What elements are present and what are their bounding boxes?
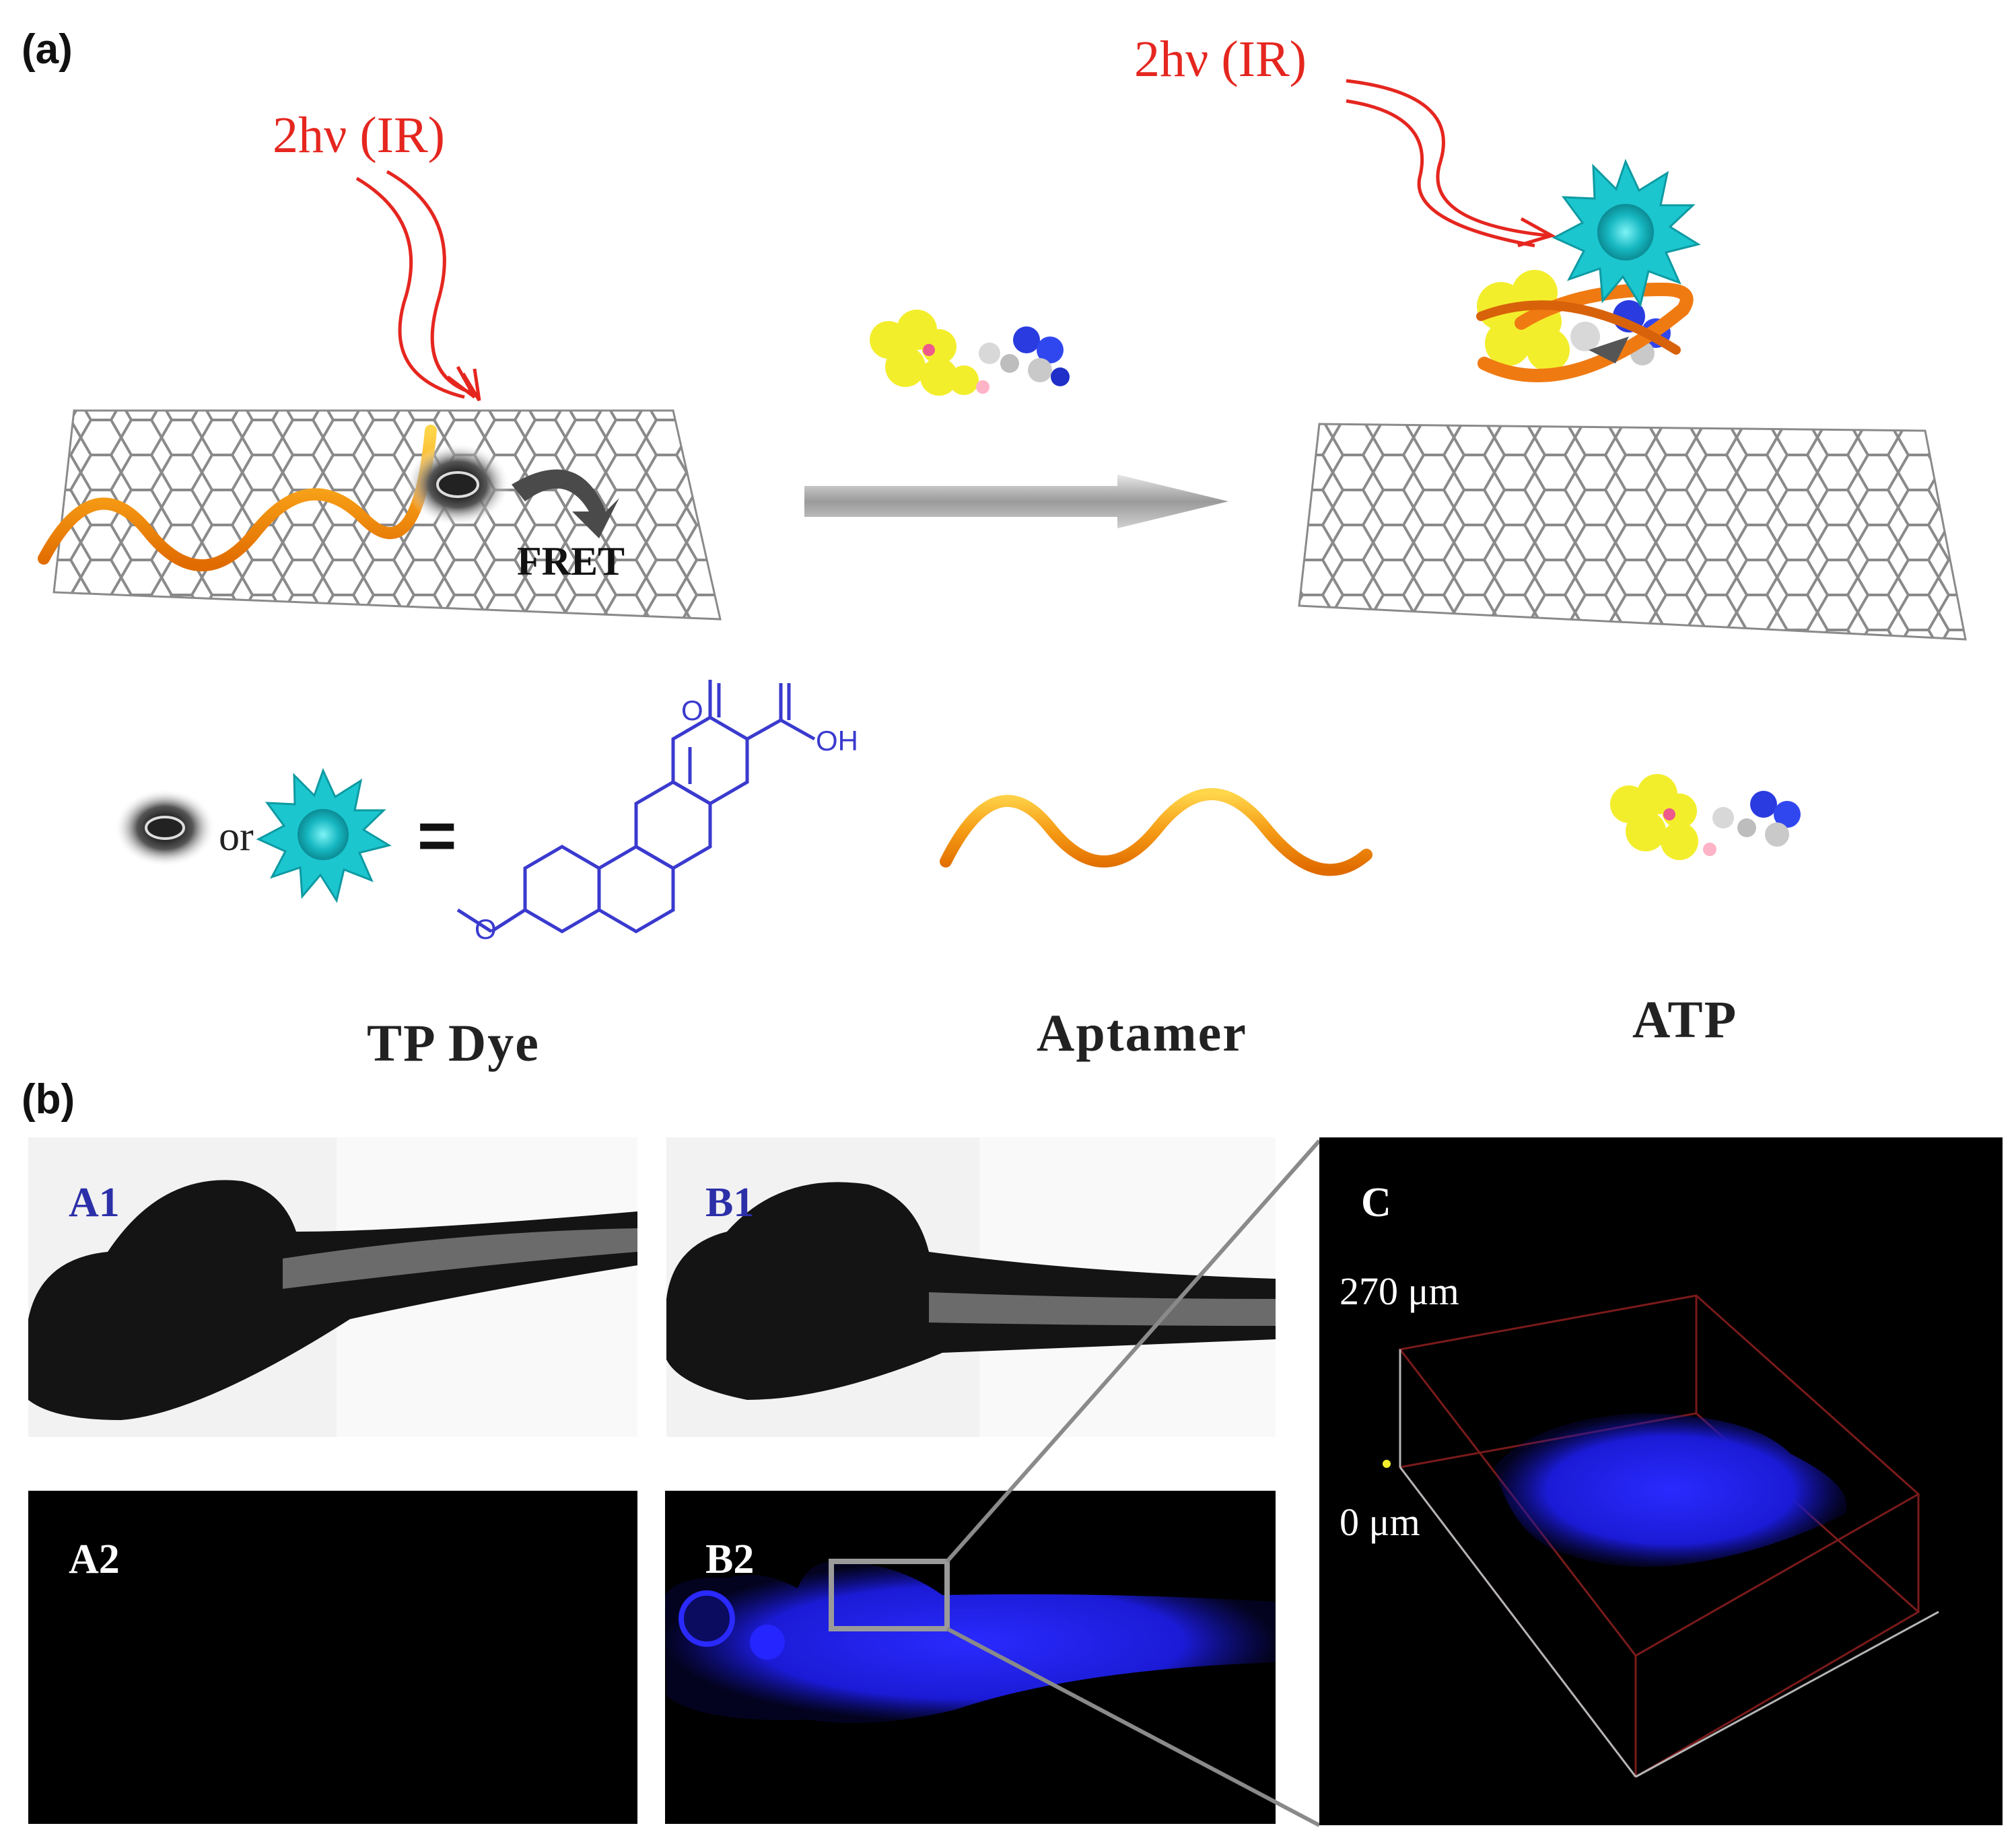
fret-arrow-icon (512, 469, 619, 538)
graphene-sheet-left (53, 409, 722, 621)
legend-fluorescent-dye-icon (256, 768, 392, 903)
aptamer-on-graphene (38, 425, 437, 571)
image-c-3d-rendering (1319, 1137, 2003, 1825)
ir-excitation-arrows-right (1346, 79, 1556, 248)
image-b1-label: B1 (705, 1180, 755, 1226)
atp-aptamer-complex (1476, 270, 1694, 382)
image-b2-label: B2 (705, 1537, 755, 1582)
tp-dye-caption: TP Dye (367, 1014, 540, 1072)
ir-excitation-arrows-left (355, 170, 481, 402)
legend-quenched-dye-icon (114, 789, 215, 867)
scale-top-label: 270 μm (1340, 1269, 1459, 1313)
image-b2-fluorescence (665, 1491, 1276, 1824)
zoom-connector-lines (945, 1139, 1321, 1827)
legend-atp-molecule-icon (1610, 774, 1801, 860)
image-b1-brightfield (666, 1137, 1276, 1437)
reaction-arrow (804, 474, 1228, 528)
aptamer-caption: Aptamer (1037, 1003, 1247, 1062)
ring-oxygen-label: O (681, 695, 703, 726)
graphene-sheet-right (1298, 423, 1967, 641)
image-a2-fluorescence (28, 1491, 637, 1824)
methoxy-oxygen-label: O (475, 913, 497, 945)
panel-a-label: (a) (22, 26, 73, 73)
hydroxyl-label: OH (816, 725, 858, 756)
fluorescent-dye-icon (1552, 158, 1701, 308)
image-a2-label: A2 (69, 1537, 120, 1582)
image-a1-label: A1 (69, 1180, 120, 1226)
excitation-label-right: 2hν (IR) (1134, 31, 1307, 87)
panel-b-label: (b) (22, 1076, 75, 1123)
image-c-label: C (1361, 1180, 1391, 1226)
scale-bottom-label: 0 μm (1340, 1500, 1420, 1544)
atp-molecule-icon (870, 310, 1070, 396)
fret-label: FRET (517, 539, 625, 584)
legend-aptamer-ribbon (940, 788, 1372, 876)
atp-caption: ATP (1632, 990, 1738, 1049)
quenched-dye-icon (405, 443, 510, 526)
image-a1-brightfield (28, 1137, 637, 1437)
or-text: or (219, 814, 254, 859)
b2-zoom-box (829, 1559, 950, 1631)
equals-sign: = (417, 798, 457, 874)
tp-dye-structure (456, 680, 816, 933)
excitation-label-left: 2hν (IR) (273, 107, 445, 164)
